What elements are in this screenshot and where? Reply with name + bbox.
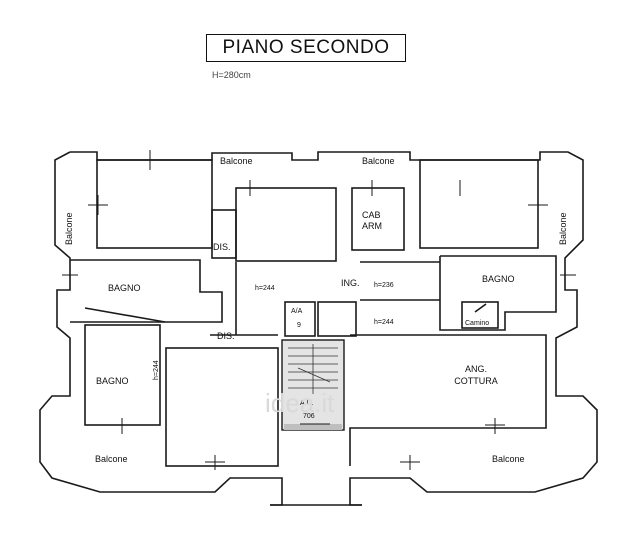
room-upper-left <box>96 159 213 249</box>
label-h244-b: h=244 <box>374 319 394 326</box>
room-upper-right <box>419 159 539 249</box>
label-ang-cottura-2: COTTURA <box>454 376 498 386</box>
label-h244-vertical: h=244 <box>153 360 160 380</box>
label-bagno-lower: BAGNO <box>96 376 129 386</box>
height-note: H=280cm <box>212 70 251 80</box>
stairwell <box>281 339 345 431</box>
label-balcone-top-left: Balcone <box>220 156 253 166</box>
label-balcone-top-center: Balcone <box>362 156 395 166</box>
room-bagno-left <box>70 259 223 323</box>
label-cab-arm-1: CAB <box>362 210 381 220</box>
watermark: idea.it <box>265 388 335 418</box>
camino-mark <box>474 303 487 313</box>
label-cab-arm-2: ARM <box>362 221 382 231</box>
stair-landing <box>284 424 342 430</box>
room-bagno-right <box>439 255 557 331</box>
label-au: A.U. <box>300 400 314 407</box>
dimension-labels: h=244 h=236 h=244 h=244 Camino A/A 9 A.U… <box>153 282 489 420</box>
label-au-number: 706 <box>303 413 315 420</box>
label-ang-cottura-1: ANG. <box>465 364 487 374</box>
label-balcone-bottom-left: Balcone <box>95 454 128 464</box>
window-marks <box>62 150 576 470</box>
camino-box <box>461 301 499 329</box>
aia-box <box>284 301 316 337</box>
label-bagno-right: BAGNO <box>482 274 515 284</box>
label-aia: A/A <box>291 308 303 315</box>
label-aia-number: 9 <box>297 322 301 329</box>
walls <box>39 151 598 506</box>
room-labels: Balcone Balcone Balcone Balcone Balcone … <box>64 156 568 464</box>
label-h244-a: h=244 <box>255 285 275 292</box>
room-lower-left <box>165 347 279 467</box>
label-bagno-left: BAGNO <box>108 283 141 293</box>
label-dis-lower: DIS. <box>217 331 235 341</box>
room-ang-cottura <box>349 334 547 466</box>
room-upper-center <box>235 187 337 262</box>
label-h236: h=236 <box>374 282 394 289</box>
label-balcone-bottom-right: Balcone <box>492 454 525 464</box>
room-cab-arm <box>351 187 405 251</box>
label-dis-upper: DIS. <box>213 242 231 252</box>
label-balcone-left: Balcone <box>64 212 74 245</box>
room-bagno-lower <box>84 324 161 426</box>
shaft-box <box>317 301 357 337</box>
label-balcone-right: Balcone <box>558 212 568 245</box>
plan-title: PIANO SECONDO <box>206 34 406 62</box>
label-camino: Camino <box>465 320 489 327</box>
outer-wall-right <box>70 151 598 506</box>
label-ing: ING. <box>341 278 360 288</box>
room-dis-upper <box>211 209 237 259</box>
outer-wall-left <box>39 151 283 506</box>
bagno-left-diag <box>84 307 166 323</box>
